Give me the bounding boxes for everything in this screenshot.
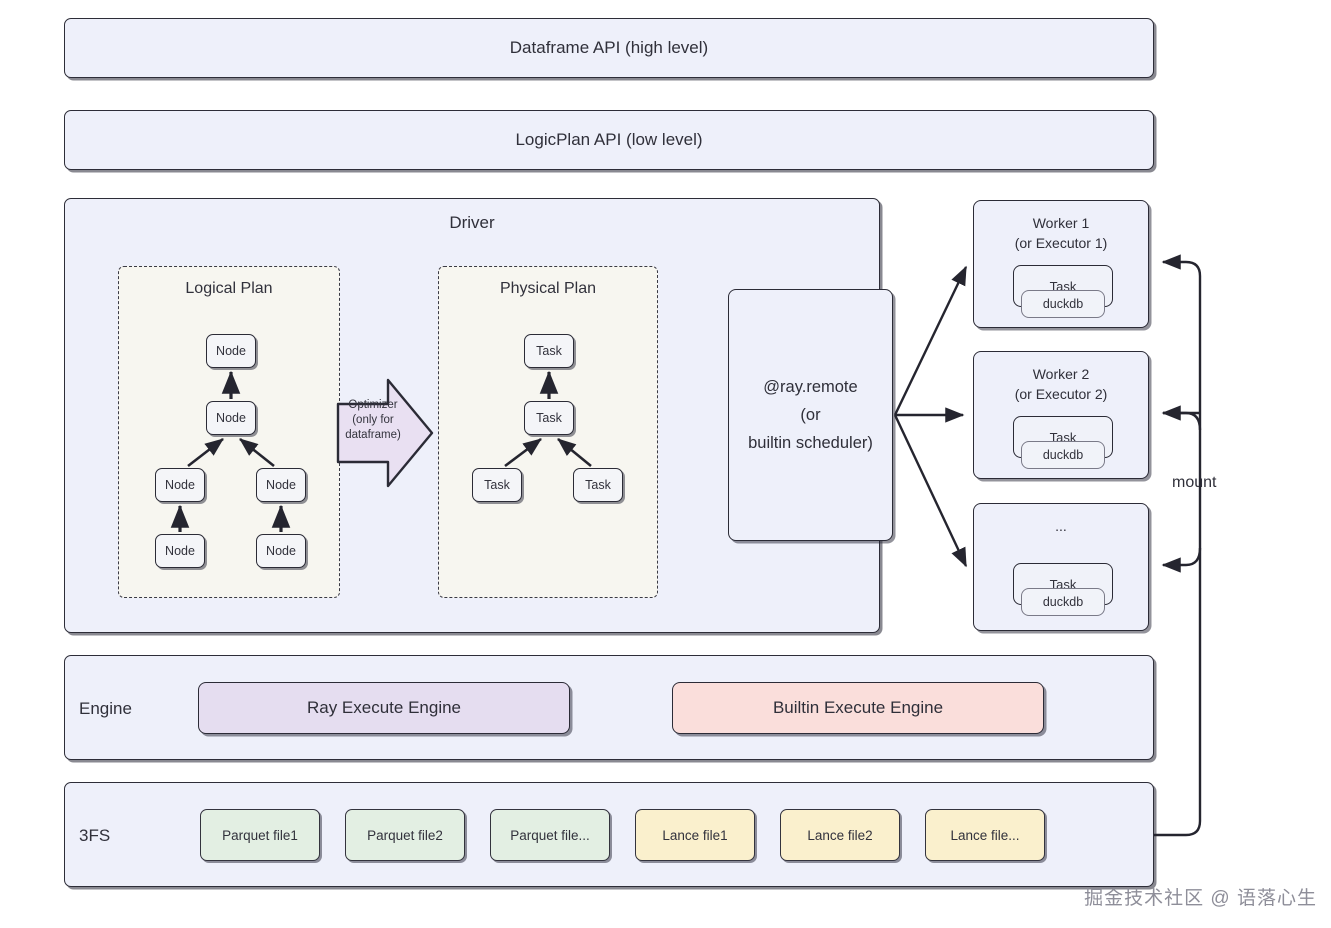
logical-node-right: Node (256, 468, 306, 502)
file-chip-lance-3: Lance file... (925, 809, 1045, 861)
physical-task-mid: Task (524, 401, 574, 435)
worker-2-title: Worker 2 (or Executor 2) (1014, 366, 1108, 402)
worker-2-duckdb: duckdb (1021, 441, 1105, 469)
file-chip-lance-2: Lance file2 (780, 809, 900, 861)
logical-node-leaf-right: Node (256, 534, 306, 568)
dataframe-api-label: Dataframe API (high level) (509, 38, 709, 57)
worker-1-box: Worker 1 (or Executor 1) (973, 200, 1149, 328)
logical-plan-title: Logical Plan (185, 280, 273, 297)
mount-label: mount (1172, 474, 1217, 491)
worker-1-title: Worker 1 (or Executor 1) (1014, 215, 1108, 251)
physical-task-left: Task (472, 468, 522, 502)
physical-task-right: Task (573, 468, 623, 502)
file-chip-parquet-2: Parquet file2 (345, 809, 465, 861)
physical-plan-title: Physical Plan (499, 280, 597, 297)
scheduler-box: @ray.remote (or builtin scheduler) (728, 289, 893, 541)
worker-3-title: ... (1055, 518, 1067, 534)
logical-node-leaf-left: Node (155, 534, 205, 568)
worker-1-duckdb: duckdb (1021, 290, 1105, 318)
physical-task-root: Task (524, 334, 574, 368)
engine-row-label: Engine (79, 699, 132, 718)
optimizer-arrow-icon (336, 378, 434, 488)
file-chip-parquet-3: Parquet file... (490, 809, 610, 861)
logicplan-api-band: LogicPlan API (low level) (64, 110, 1154, 170)
logicplan-api-label: LogicPlan API (low level) (515, 130, 703, 149)
logical-node-mid: Node (206, 401, 256, 435)
scheduler-label: @ray.remote (or builtin scheduler) (748, 378, 873, 452)
ray-execute-engine-chip: Ray Execute Engine (198, 682, 570, 734)
logical-node-left: Node (155, 468, 205, 502)
worker-3-duckdb: duckdb (1021, 588, 1105, 616)
builtin-execute-engine-chip: Builtin Execute Engine (672, 682, 1044, 734)
dataframe-api-band: Dataframe API (high level) (64, 18, 1154, 78)
watermark: 掘金技术社区 @ 语落心生 (1084, 888, 1317, 909)
file-chip-parquet-1: Parquet file1 (200, 809, 320, 861)
optimizer-label: Optimizer (only for dataframe) (345, 399, 401, 441)
logical-node-root: Node (206, 334, 256, 368)
driver-title: Driver (449, 213, 495, 232)
file-chip-lance-1: Lance file1 (635, 809, 755, 861)
storage-row-label: 3FS (79, 826, 111, 845)
